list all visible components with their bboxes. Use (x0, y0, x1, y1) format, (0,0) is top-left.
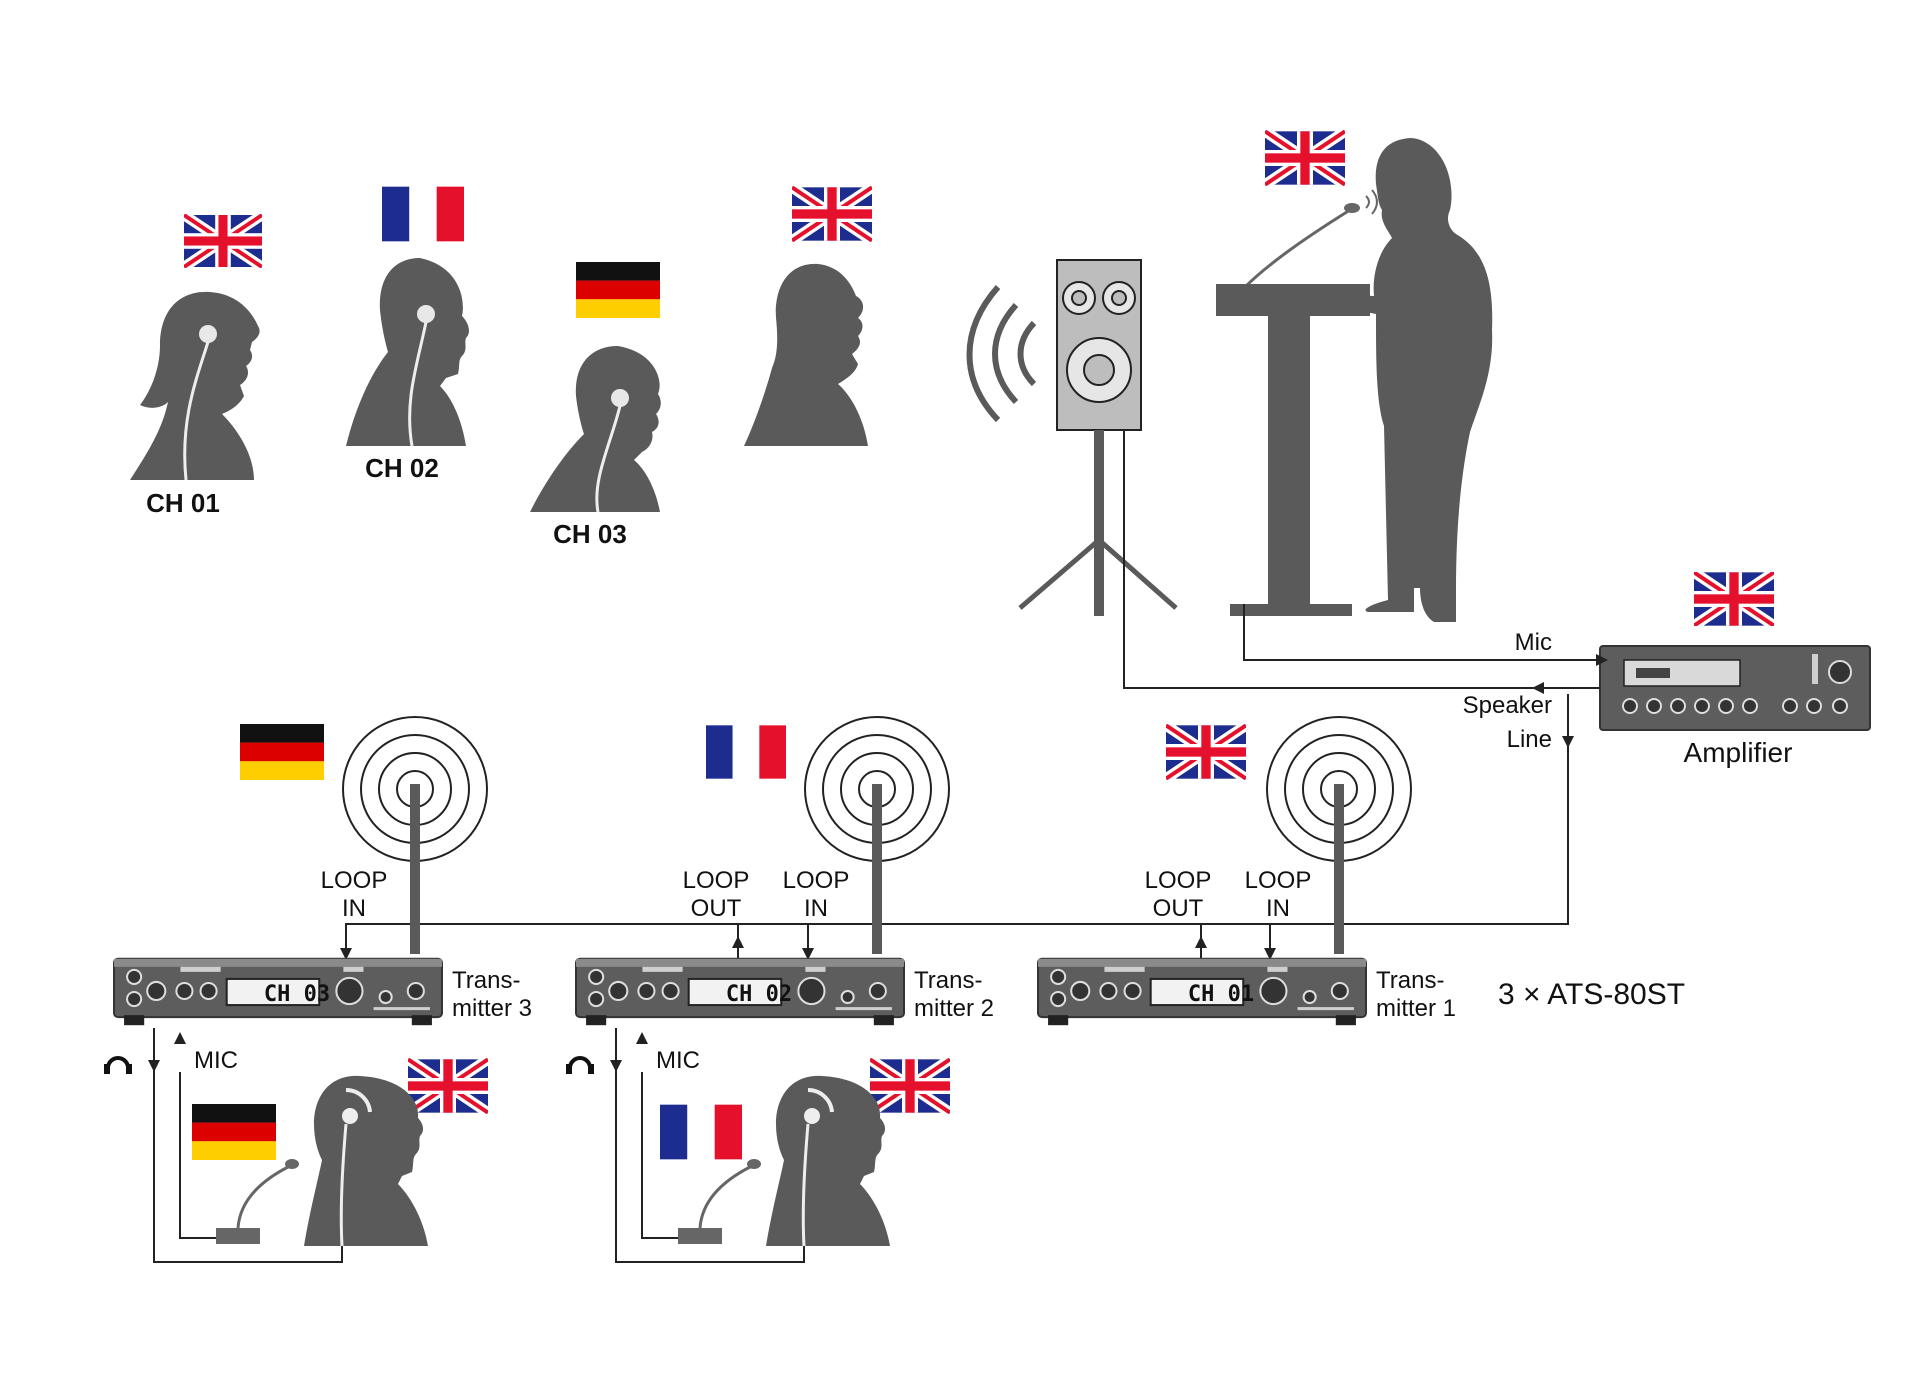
t1-loop-in-line1: LOOP (1245, 867, 1312, 894)
flag-de-icon (240, 724, 324, 780)
listener-floor-silhouette (744, 263, 868, 446)
t3-display: CH 03 (264, 982, 330, 1007)
t3-loop-in-line1: LOOP (321, 867, 388, 894)
listener-ch01-silhouette (130, 291, 260, 481)
listener-ch01-label: CH 01 (146, 488, 220, 518)
t3-label-line2: mitter 3 (452, 995, 532, 1022)
interpreter-french: MIC (566, 1028, 950, 1263)
flag-uk-icon (1166, 725, 1246, 778)
headphones-icon (568, 1056, 592, 1069)
t1-display: CH 01 (1188, 982, 1254, 1007)
flag-fr-icon (382, 186, 464, 242)
interpreter-german: MIC (104, 1028, 488, 1263)
model-note: 3 × ATS-80ST (1498, 978, 1685, 1011)
flag-fr-icon (706, 725, 786, 779)
mic-label: MIC (194, 1047, 238, 1074)
loudspeaker (966, 259, 1178, 616)
transmitter-2: LOOP OUT LOOP IN CH 02 Trans- mitter 2 (574, 715, 994, 1027)
t2-loop-in-line1: LOOP (783, 867, 850, 894)
t3-label-line1: Trans- (452, 967, 520, 994)
port-line-label: Line (1507, 726, 1552, 753)
flag-uk-icon (870, 1059, 950, 1112)
t2-label-line1: Trans- (914, 967, 982, 994)
flag-uk-icon (184, 215, 262, 267)
flag-de-icon (192, 1104, 276, 1160)
t1-loop-out-line2: OUT (1153, 895, 1204, 922)
t1-label-line1: Trans- (1376, 967, 1444, 994)
t2-loop-out-line2: OUT (691, 895, 742, 922)
t1-label-line2: mitter 1 (1376, 995, 1456, 1022)
presenter (1216, 131, 1493, 622)
amplifier-body (1599, 645, 1871, 731)
transmitter-3: LOOP IN CH 03 Trans- mitter 3 (112, 715, 532, 1027)
transmitter-1: LOOP OUT LOOP IN CH 01 Trans- mitter 1 (1036, 715, 1456, 1027)
t2-loop-out-line1: LOOP (683, 867, 750, 894)
listener-ch03-silhouette (530, 346, 661, 513)
listener-ch02-silhouette (346, 258, 469, 447)
audience: CH 01 CH 02 CH 03 (130, 187, 872, 549)
listener-ch03-label: CH 03 (553, 519, 627, 549)
flag-uk-icon (408, 1059, 488, 1112)
t2-display: CH 02 (726, 982, 792, 1007)
mic-label: MIC (656, 1047, 700, 1074)
wiring (340, 430, 1608, 960)
flag-uk-icon (1265, 131, 1345, 184)
port-speaker-label: Speaker (1463, 692, 1552, 719)
t3-loop-in-line2: IN (342, 895, 366, 922)
flag-uk-icon (792, 187, 872, 240)
listener-ch02-label: CH 02 (365, 453, 439, 483)
t1-loop-in-line2: IN (1266, 895, 1290, 922)
flag-fr-icon (660, 1104, 742, 1160)
amplifier: Amplifier (1599, 572, 1871, 768)
headphones-icon (106, 1056, 130, 1069)
flag-uk-icon (1694, 572, 1774, 625)
t1-loop-out-line1: LOOP (1145, 867, 1212, 894)
port-mic-label: Mic (1515, 629, 1552, 656)
t2-loop-in-line2: IN (804, 895, 828, 922)
t2-label-line2: mitter 2 (914, 995, 994, 1022)
amplifier-label: Amplifier (1684, 737, 1793, 768)
flag-de-icon (576, 262, 660, 318)
